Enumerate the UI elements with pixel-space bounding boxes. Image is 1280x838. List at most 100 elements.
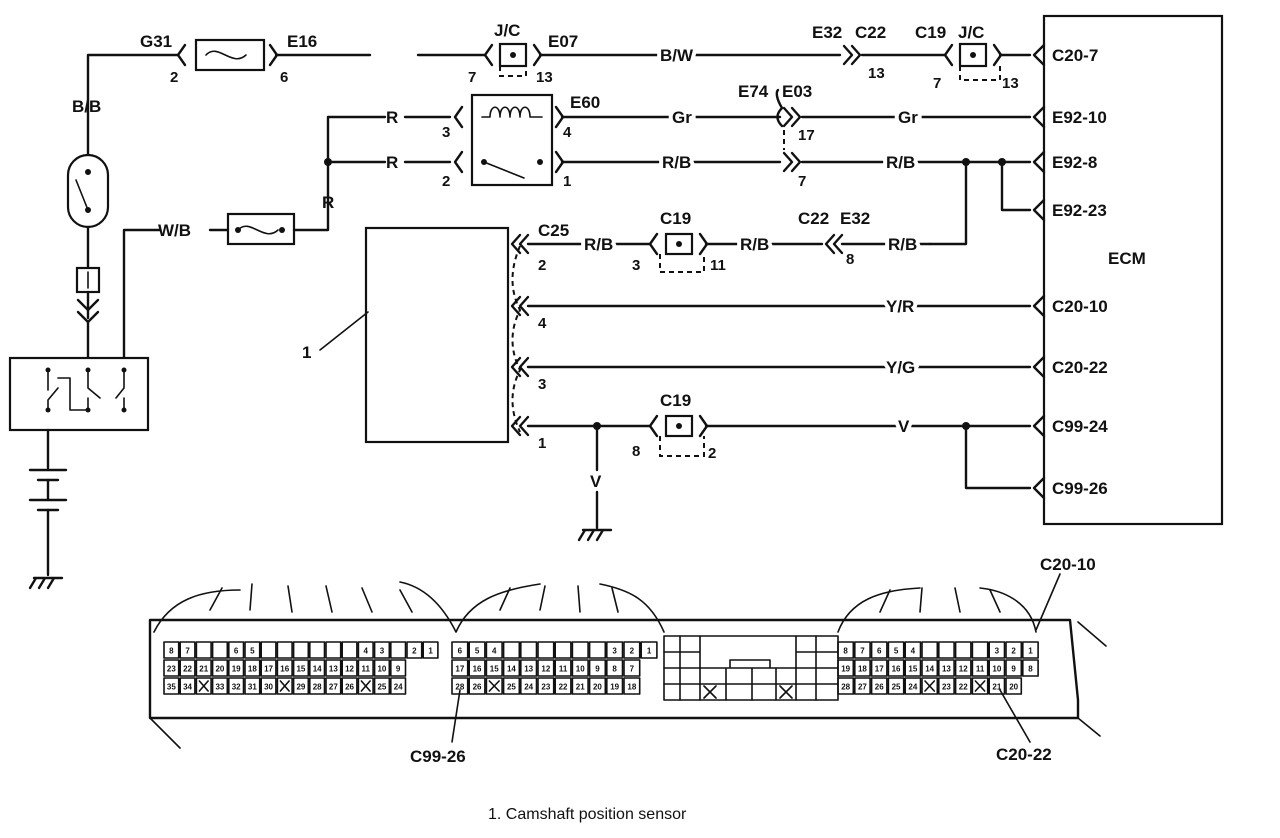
connector-cavity (260, 641, 277, 659)
cavity-number: 6 (877, 647, 882, 656)
cavity-number: 11 (362, 665, 371, 674)
figure-caption: 1. Camshaft position sensor (488, 806, 687, 823)
relay-pin-1: 1 (563, 173, 571, 190)
connector-cavity (937, 641, 955, 659)
connector-cavity (870, 659, 888, 677)
connector-cavity (519, 641, 538, 659)
r-vert-label: R (322, 193, 334, 212)
connector-cavity (244, 659, 261, 677)
connector-cavity (554, 659, 572, 677)
connector-cavity (904, 659, 922, 677)
connector-cavity (605, 641, 624, 659)
e03-pin-7: 7 (798, 173, 806, 190)
connector-cavity (341, 677, 358, 695)
g31-label: G31 (140, 32, 172, 51)
connector-cavity (163, 659, 180, 677)
sensor-pin-2: 2 (538, 257, 546, 274)
cavity-number: 25 (507, 683, 516, 692)
connector-cavity (325, 659, 342, 677)
connector-cavity (389, 659, 407, 677)
cavity-number: 3 (380, 647, 385, 656)
connector-cavity (554, 677, 572, 695)
cavity-number: 16 (473, 665, 482, 674)
cavity-number: 19 (841, 665, 850, 674)
c19-top-label: C19 (915, 23, 946, 42)
sensor-signal-rb: C25 2 R/B C19 3 11 R/B R/B C22 E32 8 (510, 209, 932, 274)
connector-cavity (1005, 641, 1023, 659)
connector-cavity (904, 677, 922, 695)
cavity-number: 29 (296, 683, 305, 692)
connector-cavity (605, 659, 624, 677)
bw-circuit: J/C E07 7 13 B/W E32 C22 13 C19 J/C 7 13 (416, 21, 1032, 92)
main-fuse (194, 38, 266, 72)
cavity-number: 12 (541, 665, 550, 674)
jc1-pin-left: 7 (468, 69, 476, 86)
connector-cavity (954, 677, 972, 695)
cavity-number: 8 (1028, 665, 1033, 674)
connector-cavity (623, 677, 641, 695)
callout-c99-26: C99-26 (410, 747, 466, 766)
cavity-number: 22 (959, 683, 968, 692)
cavity-number: 3 (995, 647, 1000, 656)
connector-cavity (451, 677, 469, 695)
cavity-number: 13 (942, 665, 951, 674)
cavity-number: 17 (875, 665, 884, 674)
cavity-number: 4 (364, 647, 369, 656)
e03-label: E03 (782, 82, 812, 101)
connector-cavity (485, 659, 503, 677)
cavity-number: 8 (169, 647, 174, 656)
cavity-number: 1 (647, 647, 652, 656)
connector-cavity (502, 641, 521, 659)
cavity-number: 15 (296, 665, 305, 674)
callout-c20-22: C20-22 (996, 745, 1052, 764)
connector-cavity (605, 677, 624, 695)
e60-label: E60 (570, 93, 600, 112)
blank-cavity-mark (360, 680, 371, 692)
connector-cavity (357, 659, 374, 677)
c22-mid-label: C22 (798, 209, 829, 228)
connector-cavity (588, 659, 607, 677)
jc2-label: J/C (958, 23, 984, 42)
connector-cavity (954, 659, 972, 677)
connector-cavity (451, 659, 469, 677)
connector-cavity (887, 677, 905, 695)
ecm-label: ECM (1108, 249, 1146, 268)
cavity-number: 9 (595, 665, 600, 674)
cavity-number: 24 (394, 683, 403, 692)
cavity-number: 28 (455, 683, 464, 692)
connector-cavity (921, 659, 939, 677)
e03-pin-17: 17 (798, 127, 815, 144)
connector-cavity (904, 641, 922, 659)
connector-cavity (937, 659, 955, 677)
connector-cavity (485, 641, 503, 659)
ignition-switch (66, 153, 110, 229)
relay-pin-4: 4 (563, 124, 572, 141)
connector-cavity (887, 659, 905, 677)
yr-label: Y/R (886, 297, 914, 316)
cavity-number: 17 (264, 665, 273, 674)
connector-cavity (211, 659, 229, 677)
connector-cavity (195, 641, 212, 659)
cavity-number: 18 (248, 665, 257, 674)
sensor-pin-3: 3 (538, 376, 546, 393)
cavity-number: 5 (250, 647, 255, 656)
wb-label: W/B (158, 221, 191, 240)
cavity-number: 32 (232, 683, 241, 692)
c19l-pin-left: 8 (632, 443, 640, 460)
connector-cavity (971, 641, 989, 659)
cavity-number: 26 (473, 683, 482, 692)
sensor-wire-v: 1 V C19 8 2 V (510, 391, 1032, 542)
cavity-number: 7 (185, 647, 190, 656)
power-feed: G31 E16 2 6 B/B W/B R (8, 32, 452, 590)
connector-cavity (1005, 677, 1023, 695)
main-relay-block (8, 356, 150, 432)
c19m-pin-right: 11 (710, 257, 726, 274)
cavity-number: 4 (492, 647, 497, 656)
e16-pin: 6 (280, 69, 288, 86)
connector-cavity (870, 677, 888, 695)
connector-cavity (870, 641, 888, 659)
connector-cavity (988, 659, 1006, 677)
cavity-number: 25 (377, 683, 386, 692)
